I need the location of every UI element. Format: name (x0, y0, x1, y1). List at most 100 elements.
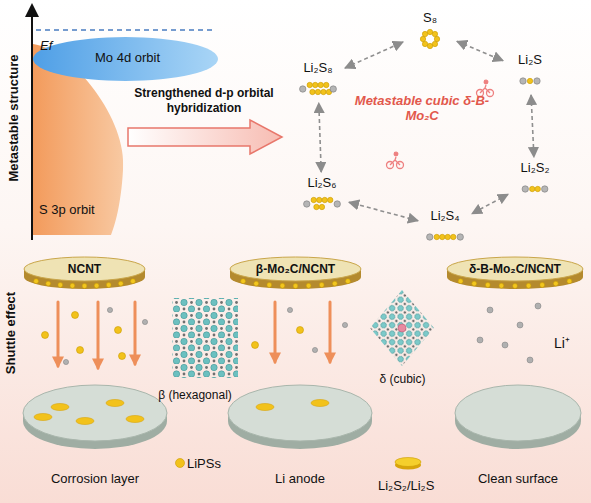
fermi-level (36, 29, 215, 30)
sulfur-particle (513, 284, 518, 289)
structure-label: β (hexagonal) (150, 388, 240, 403)
sulfur-particle (267, 283, 272, 288)
sulfur-particle (526, 283, 531, 288)
sulfur-particle (540, 283, 545, 288)
sulfur-atom (315, 89, 320, 94)
sulfur-particle (458, 279, 463, 284)
separator-plate: δ-B-Mo₂C/NCNT (445, 255, 585, 295)
sulfur-atom (432, 41, 437, 46)
sulfur-particle (553, 281, 558, 286)
node-label: NCNT (68, 261, 101, 277)
bicycle-icon (387, 152, 404, 168)
corrosion-patch (106, 400, 124, 407)
anode-face (228, 385, 372, 441)
legend-like-label: LiPSs (187, 456, 221, 471)
sulfur-particle (131, 279, 136, 284)
sulfur-atom (321, 89, 326, 94)
sulfur-atom (527, 78, 532, 83)
sulfur-particle (319, 283, 324, 288)
sulfur-particle (34, 279, 39, 284)
node-label: Li₂S₆ (307, 175, 336, 191)
sulfur-particle (46, 281, 51, 286)
axis-title: Metastable structure (6, 33, 22, 203)
node-label: Li₂S₄ (430, 208, 459, 224)
sulfur-atom (445, 234, 450, 239)
cycle-arrow (345, 42, 403, 68)
energy-axis (31, 10, 33, 240)
cycle-arrow (349, 202, 418, 221)
anode-face (23, 385, 167, 441)
species-node: Li₂S₂ (511, 160, 559, 200)
lithium-anode: Corrosion layer (20, 375, 170, 490)
lithium-anode: Li anode (225, 375, 375, 490)
lithium-atom (534, 78, 540, 84)
separator-plate: NCNT (22, 255, 147, 295)
sulfur-atom (324, 82, 329, 87)
sulfur-atom (530, 186, 535, 191)
sulfur-atom (427, 43, 432, 48)
sulfur-particle (567, 279, 572, 284)
sulfur-particle (118, 281, 123, 286)
sulfur-particle (82, 284, 87, 289)
sulfur-atom (307, 82, 312, 87)
species-node: Li₂S₆ (298, 175, 346, 215)
lithium-atom (300, 86, 306, 92)
sulfur-particle (306, 283, 311, 288)
node-label: Li₂S₈ (303, 60, 332, 76)
sulfur-particle (485, 283, 490, 288)
node-label: Clean surface (478, 471, 558, 487)
hexagonal-lattice (172, 298, 238, 378)
plate-face (24, 257, 145, 281)
corrosion-patch (126, 416, 144, 423)
plate-face (447, 257, 583, 281)
sulfur-atom (314, 204, 319, 209)
sulfur-atom (313, 82, 318, 87)
corrosion-patch (51, 404, 69, 411)
sulfur-atom (317, 197, 322, 202)
sulfur-particle (472, 281, 477, 286)
species-node: S₈ (406, 10, 454, 50)
lithium-atom (334, 201, 340, 207)
side-title: Shuttle effect (3, 248, 19, 418)
sulfur-atom (319, 204, 324, 209)
node-label: δ-B-Mo₂C/NCNT (469, 261, 561, 277)
node-label: Corrosion layer (51, 471, 139, 487)
orbital-band: Mo 4d orbit (33, 36, 218, 82)
corrosion-patch (76, 418, 94, 425)
orbital-lobe (33, 37, 218, 81)
sulfur-atom (451, 234, 456, 239)
lithium-ion-dots (63, 303, 541, 365)
hollow-arrow (128, 120, 282, 154)
sulfur-particle (332, 281, 337, 286)
lithium-atom (520, 78, 526, 84)
sulfur-atom (434, 234, 439, 239)
sulfur-atom (427, 29, 432, 34)
node-label: Li₂S₂ (521, 160, 550, 176)
node-label: Li anode (275, 471, 325, 487)
sulfur-atom (311, 197, 316, 202)
sulfur-particle (280, 283, 285, 288)
sulfur-atom (310, 89, 315, 94)
sulfur-particle (293, 284, 298, 289)
cycle-arrow (457, 41, 503, 60)
shuttle-arrows (58, 302, 330, 368)
lithium-atom (330, 86, 336, 92)
cubic-lattice (370, 290, 434, 366)
sulfur-atom (432, 31, 437, 36)
sulfur-atom (420, 36, 425, 41)
species-node: Li₂S₈ (294, 60, 342, 100)
sulfur-particle (254, 281, 259, 286)
sulfur-atom (535, 186, 540, 191)
sulfur-atom (434, 36, 439, 41)
sulfur-atom (328, 197, 333, 202)
sulfur-particle (106, 283, 111, 288)
sulfur-atom (422, 41, 427, 46)
cycle-arrow (319, 103, 321, 172)
species-node: Li₂S₄ (421, 208, 469, 248)
lithium-atom (457, 234, 463, 240)
sulfur-particle (499, 283, 504, 288)
plate-face (230, 257, 361, 281)
sulfur-particle (94, 283, 99, 288)
sulfur-atom (440, 234, 445, 239)
